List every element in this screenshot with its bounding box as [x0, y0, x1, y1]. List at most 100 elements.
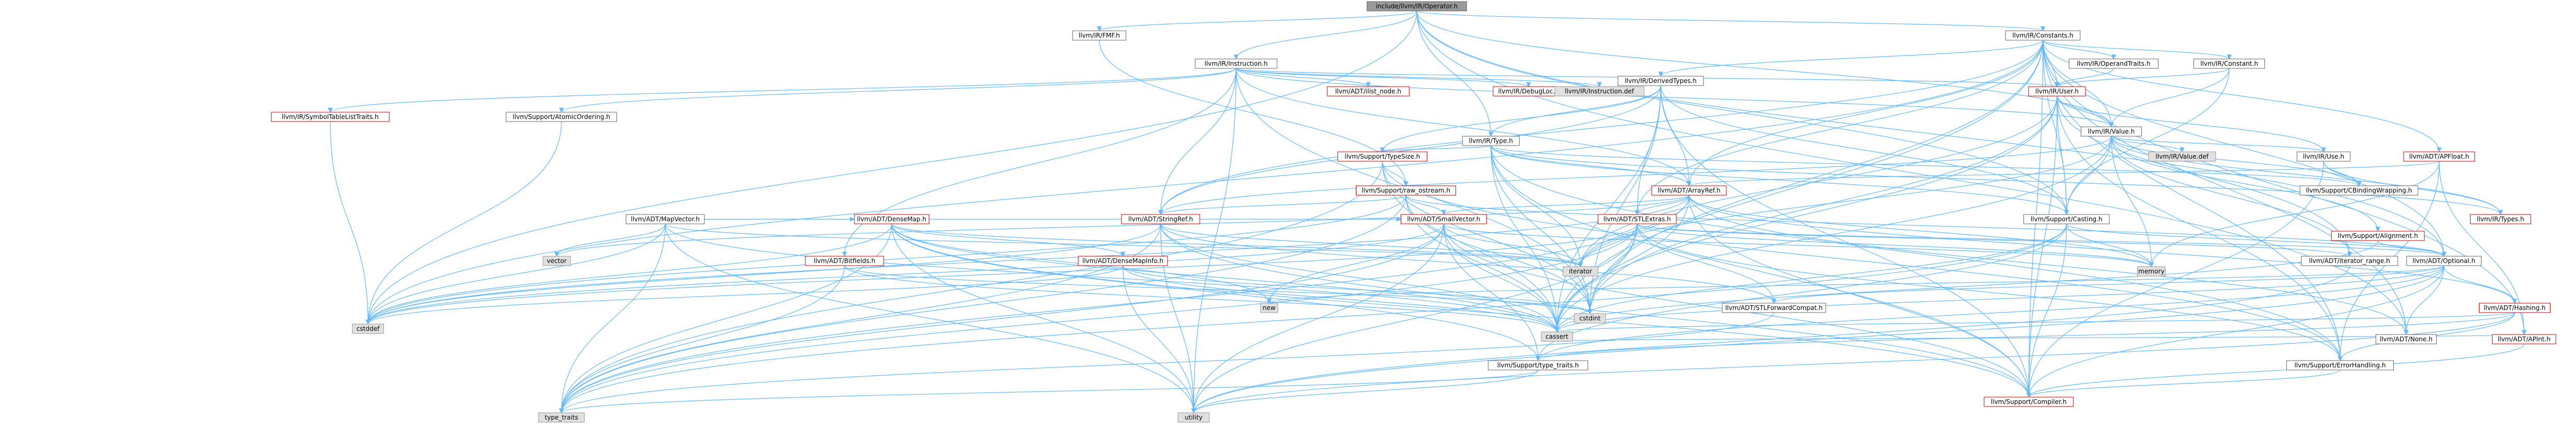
edge-smallvector-to-new [1267, 223, 1444, 304]
node-instdef[interactable]: llvm/IR/Instruction.def [1554, 86, 1644, 97]
node-label: llvm/ADT/Optional.h [2413, 257, 2475, 265]
edge-stlextras-to-cstddef [365, 223, 1638, 325]
node-hashing[interactable]: llvm/ADT/Hashing.h [2478, 303, 2550, 313]
edge-arrayref-to-typetraitsstd [559, 195, 1690, 413]
edge-instruction-to-ilistnode [1235, 68, 1371, 87]
node-box [2470, 214, 2531, 224]
node-cstddef[interactable]: cstddef [352, 324, 384, 334]
edge-root-to-cstddef [365, 10, 1417, 325]
node-box [1366, 1, 1467, 11]
node-value[interactable]: llvm/IR/Value.h [2081, 126, 2142, 137]
node-opertraits[interactable]: llvm/IR/OperandTraits.h [2069, 58, 2159, 69]
edge-optional-to-new [1267, 265, 2444, 304]
node-optional[interactable]: llvm/ADT/Optional.h [2406, 256, 2482, 266]
edge-instruction-to-symtab [328, 68, 1237, 113]
node-user[interactable]: llvm/IR/User.h [2028, 86, 2086, 97]
node-valuedef[interactable]: llvm/IR/Value.def [2148, 151, 2216, 162]
node-ilistnode[interactable]: llvm/ADT/ilist_node.h [1327, 86, 1410, 97]
node-vector[interactable]: vector [542, 256, 571, 266]
node-box [2081, 126, 2142, 137]
node-instruction[interactable]: llvm/IR/Instruction.h [1195, 58, 1278, 69]
node-constants[interactable]: llvm/IR/Constants.h [2005, 30, 2081, 41]
node-mapvector[interactable]: llvm/ADT/MapVector.h [626, 214, 705, 224]
node-debugloc[interactable]: llvm/IR/DebugLoc.h [1493, 86, 1565, 97]
node-rawostream[interactable]: llvm/Support/raw_ostream.h [1356, 185, 1457, 196]
node-cassert[interactable]: cassert [1541, 331, 1573, 342]
node-smallvector[interactable]: llvm/ADT/SmallVector.h [1400, 214, 1487, 224]
node-box [1617, 76, 1704, 86]
nodes-layer: include/llvm/IR/Operator.h llvm/IR/FMF.h l… [271, 1, 2557, 423]
edge-stlextras-to-iterator [1578, 223, 1638, 267]
node-root[interactable]: include/llvm/IR/Operator.h [1366, 1, 1467, 11]
edge-rawostream-to-stringref [1158, 195, 1406, 215]
node-box [2193, 58, 2265, 69]
node-stringref[interactable]: llvm/ADT/StringRef.h [1121, 214, 1200, 224]
node-new[interactable]: new [1260, 303, 1278, 313]
edge-root-to-instruction [1233, 10, 1417, 59]
edge-typesize-to-typetraitsstd [559, 161, 1383, 413]
node-errh[interactable]: llvm/Support/ErrorHandling.h [2286, 360, 2394, 371]
node-atomicord[interactable]: llvm/Support/AtomicOrdering.h [506, 112, 617, 122]
edge-stringref-to-cstddef [365, 223, 1161, 325]
node-compiler[interactable]: llvm/Support/Compiler.h [1984, 397, 2074, 407]
node-iterator[interactable]: iterator [1563, 266, 1599, 277]
edge-bitfields-to-cstdint [844, 265, 1593, 314]
node-bitfields[interactable]: llvm/ADT/Bitfields.h [805, 256, 884, 266]
node-typesize[interactable]: llvm/Support/TypeSize.h [1337, 151, 1427, 162]
node-typetraitsstd[interactable]: type_traits [538, 412, 585, 423]
node-stlextras[interactable]: llvm/ADT/STLExtras.h [1597, 214, 1677, 224]
node-apint[interactable]: llvm/ADT/APInt.h [2492, 334, 2557, 344]
node-casting[interactable]: llvm/Support/Casting.h [2023, 214, 2110, 224]
edge-root-to-constants [1416, 10, 2045, 31]
node-stlfwd[interactable]: llvm/ADT/STLForwardCompat.h [1722, 303, 1826, 313]
node-memory[interactable]: memory [2137, 266, 2166, 277]
node-label: llvm/ADT/Hashing.h [2484, 304, 2546, 312]
node-label: llvm/Support/Compiler.h [1991, 398, 2067, 405]
node-box [2478, 303, 2550, 313]
node-alignment[interactable]: llvm/Support/Alignment.h [2331, 231, 2425, 241]
node-label: llvm/ADT/DenseMap.h [857, 216, 926, 223]
edge-stlextras-to-memory [1637, 223, 2154, 267]
node-box [2286, 360, 2394, 371]
node-use[interactable]: llvm/IR/Use.h [2296, 151, 2351, 162]
node-box [1597, 214, 1677, 224]
edge-stlextras-to-cstdint [1587, 223, 1638, 314]
edge-constants-to-constant [2042, 40, 2232, 59]
node-densemapinfo[interactable]: llvm/ADT/DenseMapInfo.h [1078, 256, 1168, 266]
node-label: llvm/IR/OperandTraits.h [2077, 60, 2151, 67]
node-cbinding[interactable]: llvm/Support/CBindingWrapping.h [2299, 185, 2418, 196]
edge-constants-to-cstddef [365, 40, 2044, 325]
edge-type-to-compiler [1490, 145, 2032, 398]
node-box [2023, 214, 2110, 224]
node-cstdint[interactable]: cstdint [1574, 313, 1606, 324]
node-box [271, 112, 390, 122]
edge-constants-to-none [2042, 40, 2409, 335]
edge-densemapinfo-to-utility [1122, 265, 1196, 413]
node-box [1984, 397, 2074, 407]
node-densemap[interactable]: llvm/ADT/DenseMap.h [854, 214, 929, 224]
node-iterrange[interactable]: llvm/ADT/iterator_range.h [2301, 256, 2399, 266]
edge-derivedtypes-to-compiler [1660, 85, 2032, 398]
edge-optional-to-hashing [2443, 265, 2518, 304]
node-type[interactable]: llvm/IR/Type.h [1462, 136, 1520, 146]
edge-type-to-casting [1490, 145, 2069, 215]
node-types[interactable]: llvm/IR/Types.h [2470, 214, 2531, 224]
edge-smallvector-to-typetraitsstd [559, 223, 1444, 413]
node-apfloat[interactable]: llvm/ADT/APFloat.h [2403, 151, 2475, 162]
edge-constants-to-apfloat [2042, 40, 2442, 152]
node-utility[interactable]: utility [1177, 412, 1210, 423]
node-derivedtypes[interactable]: llvm/IR/DerivedTypes.h [1617, 76, 1704, 86]
edge-optional-to-typetraits [1535, 265, 2444, 361]
node-fmf[interactable]: llvm/IR/FMF.h [1072, 30, 1126, 41]
edge-value-to-alignment [2110, 136, 2381, 232]
node-typetraits[interactable]: llvm/Support/type_traits.h [1488, 360, 1589, 371]
edge-smallvector-to-memory [1443, 223, 2154, 267]
edge-optional-to-none [2403, 265, 2444, 335]
node-symtab[interactable]: llvm/IR/SymbolTableListTraits.h [271, 112, 390, 122]
edge-alignment-to-cassert [1554, 240, 2378, 332]
node-box [2331, 231, 2425, 241]
node-arrayref[interactable]: llvm/ADT/ArrayRef.h [1651, 185, 1727, 196]
node-label: llvm/IR/Instruction.h [1204, 60, 1268, 67]
node-none[interactable]: llvm/ADT/None.h [2376, 334, 2437, 344]
node-constant[interactable]: llvm/IR/Constant.h [2193, 58, 2265, 69]
